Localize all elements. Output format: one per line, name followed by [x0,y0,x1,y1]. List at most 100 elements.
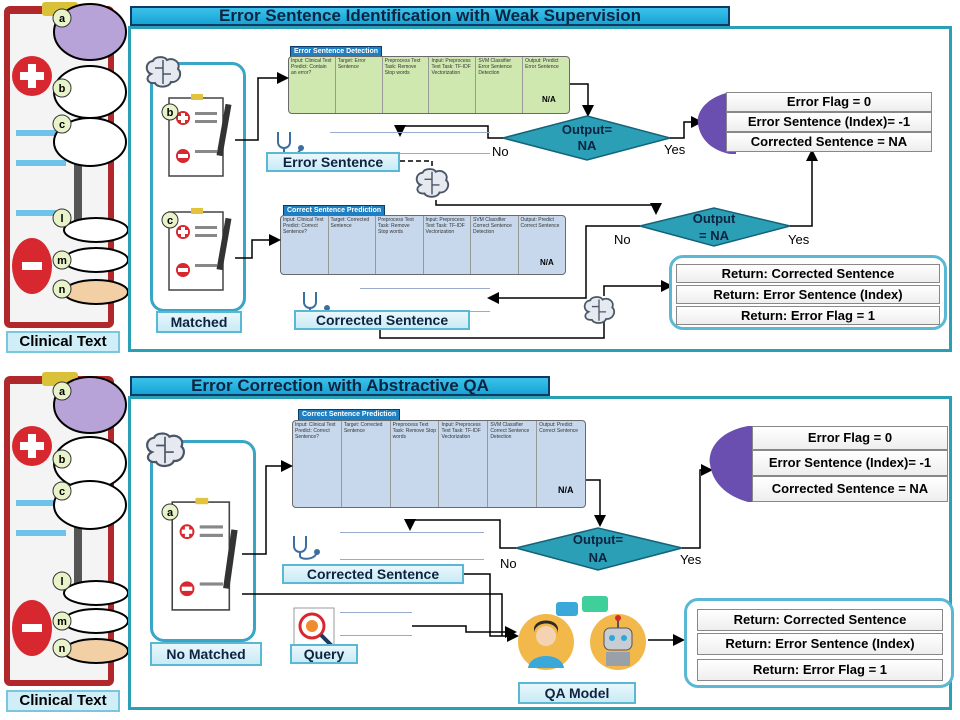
error-sentence-label: Error Sentence [266,152,400,172]
svg-text:Yes: Yes [788,232,810,247]
svg-text:a: a [59,13,66,25]
prediction-cell: Target: Corrected Sentence [342,421,391,507]
svg-text:c: c [59,486,65,498]
correct-sentence-prediction-strip: Input: Clinical Text Predict: Correct Se… [280,215,566,275]
brain-icon [145,56,182,88]
bottom-section-title: Error Correction with Abstractive QA [130,376,550,396]
clinical-text-label: Clinical Text [6,331,120,353]
flag-row-error-index: Error Sentence (Index)= -1 [726,112,932,132]
robot-icon [590,614,646,670]
return-error-flag: Return: Error Flag = 1 [676,306,940,325]
query-lines [340,612,412,636]
prediction-cell: Input: Clinical Text Predict: Correct Se… [281,216,329,274]
error-sentence-lines [330,132,490,154]
svg-text:b: b [59,83,66,95]
error-sentence-detection-strip: Input: Clinical Text Predict: Contain an… [288,56,570,114]
search-target-icon [293,607,335,649]
svg-text:NA: NA [578,138,597,153]
correct-sentence-prediction-strip: Input: Clinical Text Predict: Correct Se… [292,420,586,508]
clinical-text-label: Clinical Text [6,690,120,712]
flag-row-error-flag: Error Flag = 0 [752,426,948,450]
return-error-index: Return: Error Sentence (Index) [676,285,940,304]
doc-b-marker: b [161,103,179,121]
corrected-sentence-label: Corrected Sentence [294,310,470,330]
svg-text:b: b [167,107,174,119]
flag-table-arc [709,426,756,502]
svg-text:Yes: Yes [664,142,686,157]
svg-text:a: a [167,507,174,519]
svg-text:No: No [614,232,631,247]
svg-text:m: m [57,255,67,267]
return-error-index: Return: Error Sentence (Index) [697,633,943,655]
svg-text:Output=: Output= [573,532,624,547]
chat-bubbles-icon [556,596,608,616]
flag-row-corrected: Corrected Sentence = NA [752,476,948,502]
return-table-top: Return: Corrected Sentence Return: Error… [669,255,947,330]
bubble-n: n [52,279,129,305]
flag-row-error-index: Error Sentence (Index)= -1 [752,450,948,476]
prediction-cell: Target: Corrected Sentence [329,216,376,274]
detection-cell: Target: Error Sentence [336,57,383,113]
detection-cell: Input: Preprocess Text Task: TF-IDF Vect… [429,57,477,113]
svg-text:c: c [167,215,173,227]
svg-text:n: n [59,643,66,655]
svg-text:l: l [60,576,63,588]
corrected-sentence-lines [340,532,484,560]
bubble-c: c [52,480,127,530]
corrected-sentence-label: Corrected Sentence [282,564,464,584]
document-icon [168,208,232,291]
svg-text:b: b [59,454,66,466]
document-icon [171,497,238,611]
top-section-title: Error Sentence Identification with Weak … [130,6,730,26]
svg-text:l: l [60,213,63,225]
prediction-cell: SVM Classifier Correct Sentence Detectio… [471,216,519,274]
bubble-c: c [52,114,127,167]
flag-row-corrected: Corrected Sentence = NA [726,132,932,152]
detection-cell: Output: Predict Error Sentence [525,58,559,70]
svg-text:No: No [492,144,509,159]
prediction-cell: SVM Classifier Correct Sentence Detectio… [488,421,538,507]
svg-text:NA: NA [589,550,608,565]
no-matched-label: No Matched [150,642,262,666]
flag-table-bottom: Error Flag = 0 Error Sentence (Index)= -… [708,426,950,502]
prediction-cell: Output: Predict Correct Sentence [539,422,579,434]
document-icon [168,94,232,177]
svg-text:m: m [57,616,67,628]
prediction-cell: Input: Preprocess Text Task: TF-IDF Vect… [424,216,471,274]
return-table-bottom: Return: Corrected Sentence Return: Error… [684,598,954,688]
stethoscope-icon [293,536,320,560]
na-output-label: N/A [542,95,556,104]
svg-text:Output=: Output= [562,122,613,137]
bubble-a: a [52,376,127,434]
sample-bubbles-top: a b c l m n [52,3,129,305]
bubble-b: b [52,65,127,119]
matched-label: Matched [156,311,242,333]
prediction-cell: Preprocess Text Task: Remove Stop words [391,421,440,507]
bubble-a: a [52,3,127,61]
prediction-cell: Input: Preprocess Text Task: TF-IDF Vect… [439,421,489,507]
detection-cell: Preprocess Text Task: Remove Stop words [383,57,430,113]
bubble-n: n [52,638,129,664]
query-label: Query [290,644,358,664]
return-corrected-sentence: Return: Corrected Sentence [676,264,940,283]
bubble-l: l [52,208,129,243]
svg-text:No: No [500,556,517,571]
top-flow-connectors: Output= NA Yes No Output = NA Yes No [235,72,818,339]
detection-cell: Input: Clinical Text Predict: Contain an… [289,57,336,113]
brain-icon [583,296,616,324]
qa-person-icon [518,614,574,670]
svg-text:a: a [59,386,66,398]
flag-row-error-flag: Error Flag = 0 [726,92,932,112]
na-output-label: N/A [558,485,574,495]
sample-bubbles-bottom: a b c l m n [52,376,129,664]
bubble-m: m [52,608,129,634]
doc-a-marker: a [161,503,179,521]
flag-table-top: Error Flag = 0 Error Sentence (Index)= -… [696,92,936,154]
bubble-b: b [52,436,127,490]
na-output-label: N/A [540,258,554,267]
svg-text:c: c [59,119,65,131]
prediction-cell: Preprocess Text Task: Remove Stop words [376,216,424,274]
brain-icon [415,168,450,198]
return-corrected-sentence: Return: Corrected Sentence [697,609,943,631]
prediction-cell: Input: Clinical Text Predict: Correct Se… [293,421,342,507]
